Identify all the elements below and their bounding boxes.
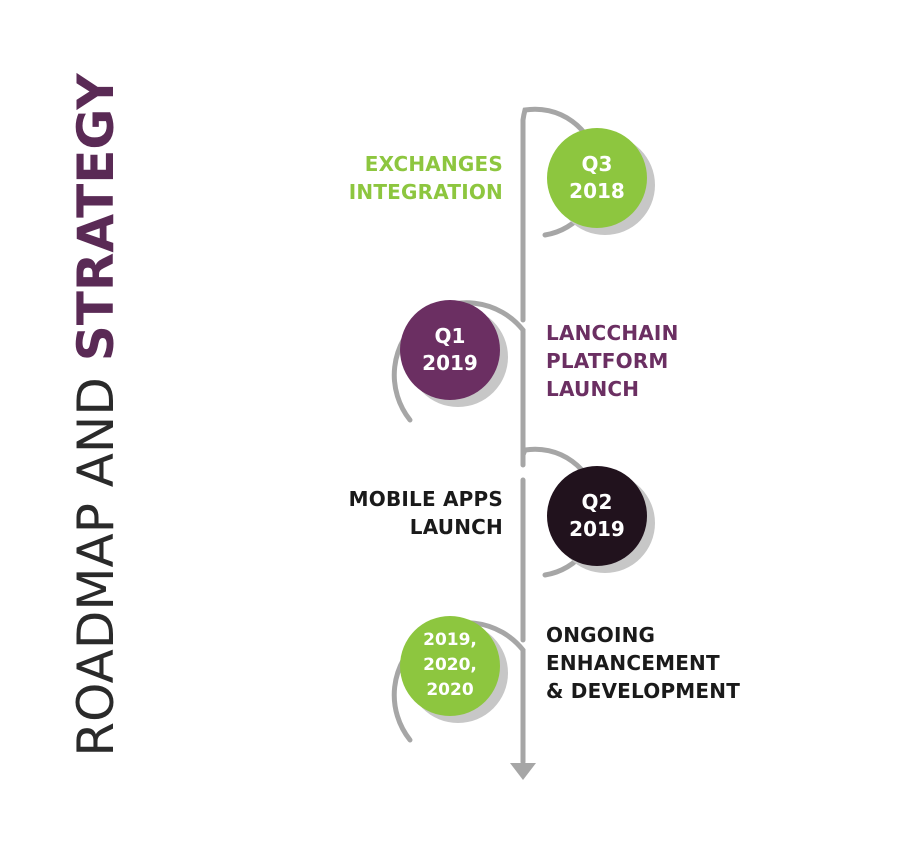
milestone-date: Q2 2019: [545, 489, 649, 543]
milestone-date: Q1 2019: [398, 323, 502, 377]
milestone-circle: [547, 128, 647, 228]
milestone-date: 2019, 2020, 2020: [398, 628, 502, 703]
date-line: 2019: [569, 517, 625, 541]
date-line: 2020: [426, 680, 474, 700]
label-line: PLATFORM: [546, 349, 669, 373]
date-line: 2019: [422, 351, 478, 375]
label-line: MOBILE APPS: [348, 487, 503, 511]
milestone-label: LANCCHAIN PLATFORM LAUNCH: [546, 319, 679, 403]
date-line: 2019,: [423, 630, 477, 650]
label-line: LANCCHAIN: [546, 321, 679, 345]
milestone-date: Q3 2018: [545, 151, 649, 205]
date-line: Q2: [581, 490, 613, 514]
milestone-label: MOBILE APPS LAUNCH: [349, 485, 503, 541]
label-line: ENHANCEMENT: [546, 651, 720, 675]
label-line: EXCHANGES: [364, 152, 503, 176]
label-line: LAUNCH: [546, 377, 640, 401]
milestone-label: EXCHANGES INTEGRATION: [349, 150, 503, 206]
milestone-label: ONGOING ENHANCEMENT & DEVELOPMENT: [546, 621, 740, 705]
label-line: INTEGRATION: [348, 180, 503, 204]
date-line: 2020,: [423, 655, 477, 675]
milestone-circle: [547, 466, 647, 566]
date-line: Q3: [581, 152, 613, 176]
milestone-circle: [400, 300, 500, 400]
label-line: ONGOING: [546, 623, 656, 647]
milestone-circle: [400, 616, 500, 716]
timeline-arrowhead: [510, 763, 536, 780]
label-line: LAUNCH: [409, 515, 503, 539]
date-line: 2018: [569, 179, 625, 203]
date-line: Q1: [434, 324, 466, 348]
label-line: & DEVELOPMENT: [546, 679, 741, 703]
